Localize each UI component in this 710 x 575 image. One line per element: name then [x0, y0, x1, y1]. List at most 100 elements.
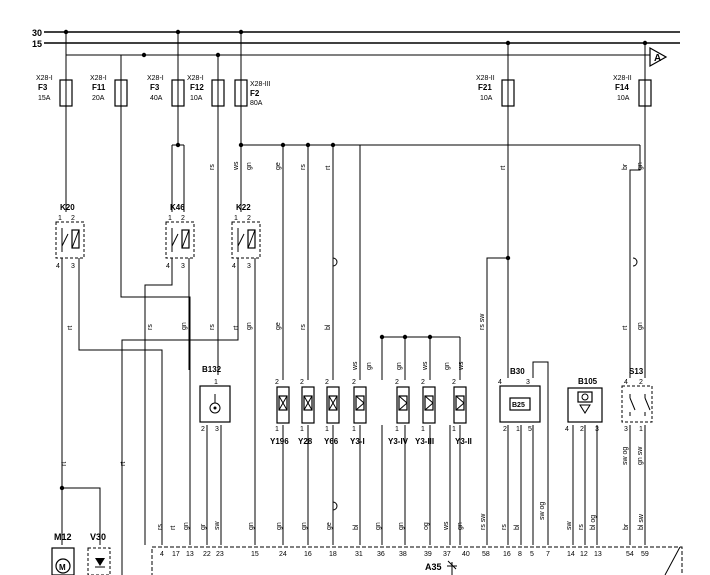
svg-text:og: og	[423, 522, 430, 530]
svg-text:13: 13	[186, 551, 194, 558]
svg-text:ge: ge	[275, 322, 282, 330]
svg-text:rt: rt	[233, 326, 240, 330]
wires-upper	[65, 106, 646, 545]
svg-text:38: 38	[399, 551, 407, 558]
svg-text:rs: rs	[300, 164, 307, 170]
svg-text:39: 39	[424, 551, 432, 558]
svg-text:Y3-I: Y3-I	[350, 437, 365, 446]
svg-text:rt: rt	[500, 166, 507, 170]
svg-text:ws: ws	[443, 521, 450, 531]
svg-text:15: 15	[251, 551, 259, 558]
svg-text:gn: gn	[637, 322, 644, 330]
svg-text:20A: 20A	[92, 95, 105, 102]
svg-text:14: 14	[567, 551, 575, 558]
svg-text:gn: gn	[457, 522, 464, 530]
svg-text:4: 4	[56, 263, 60, 270]
sensor-b105: B105 4 2 3	[565, 377, 603, 433]
svg-text:Y3-II: Y3-II	[455, 437, 472, 446]
svg-text:4: 4	[160, 551, 164, 558]
svg-text:2: 2	[275, 379, 279, 386]
fuse-f3-15a: X28-I F3 15A	[36, 32, 73, 107]
svg-text:1: 1	[639, 426, 643, 433]
svg-text:16: 16	[503, 551, 511, 558]
sensor-b132: B132 1 2 3	[199, 365, 231, 433]
svg-text:sw og: sw og	[539, 502, 546, 520]
svg-text:5: 5	[528, 426, 532, 433]
relay-k20: K20 1 2 4 3	[55, 203, 85, 270]
svg-text:2: 2	[503, 426, 507, 433]
svg-text:15A: 15A	[38, 95, 51, 102]
svg-text:2: 2	[247, 215, 251, 222]
svg-text:4: 4	[565, 426, 569, 433]
svg-text:gn: gn	[375, 522, 382, 530]
svg-text:3: 3	[215, 426, 219, 433]
svg-text:gn: gn	[398, 522, 405, 530]
svg-text:gr: gr	[200, 523, 207, 530]
svg-text:sw: sw	[214, 521, 221, 531]
svg-text:gn sw: gn sw	[637, 446, 644, 465]
svg-text:Y3-III: Y3-III	[415, 437, 434, 446]
svg-text:8: 8	[518, 551, 522, 558]
svg-text:rs: rs	[501, 524, 508, 530]
svg-text:36: 36	[377, 551, 385, 558]
switch-s13: S13 4 2 3 1	[621, 367, 653, 433]
svg-text:10A: 10A	[190, 95, 203, 102]
svg-text:bl: bl	[353, 524, 360, 530]
fuse-f2-80a: X28-III F2 80A	[234, 32, 271, 107]
svg-text:gn: gn	[301, 522, 308, 530]
svg-text:gn: gn	[396, 362, 403, 370]
svg-text:X28-I: X28-I	[187, 75, 204, 82]
svg-text:1: 1	[395, 426, 399, 433]
svg-text:4: 4	[498, 379, 502, 386]
svg-text:2: 2	[580, 426, 584, 433]
svg-text:X28-II: X28-II	[613, 75, 632, 82]
svg-text:3: 3	[71, 263, 75, 270]
svg-text:1: 1	[275, 426, 279, 433]
svg-text:F12: F12	[190, 83, 204, 92]
svg-text:rt: rt	[120, 462, 127, 466]
svg-text:13: 13	[594, 551, 602, 558]
svg-text:bl: bl	[325, 324, 332, 330]
svg-text:4: 4	[624, 379, 628, 386]
svg-text:rs: rs	[300, 324, 307, 330]
svg-text:sw og: sw og	[622, 447, 629, 465]
diode-v30: V30	[87, 532, 111, 575]
svg-text:B30: B30	[510, 367, 525, 376]
svg-text:gn: gn	[366, 362, 373, 370]
svg-text:2: 2	[352, 379, 356, 386]
relay-k22: K22 1 2 4 3	[231, 203, 261, 270]
svg-text:1: 1	[352, 426, 356, 433]
fuses: X28-I F3 15A X28-I F11 20A X28-I F3 40A	[36, 32, 652, 107]
svg-text:gn: gn	[183, 522, 190, 530]
svg-text:23: 23	[216, 551, 224, 558]
svg-text:rt: rt	[170, 526, 177, 530]
svg-text:F14: F14	[615, 83, 629, 92]
valve-y3-iii: 2 1 Y3-III	[415, 379, 436, 446]
svg-text:rt: rt	[622, 326, 629, 330]
svg-text:40: 40	[462, 551, 470, 558]
svg-text:ws: ws	[233, 161, 240, 171]
svg-text:3: 3	[526, 379, 530, 386]
svg-text:2: 2	[639, 379, 643, 386]
svg-text:K20: K20	[60, 203, 75, 212]
arrow-marker: A	[649, 46, 668, 68]
valve-y28: 2 1 Y28	[298, 379, 315, 446]
svg-text:gn: gn	[246, 162, 253, 170]
svg-text:ws: ws	[422, 361, 429, 371]
svg-text:gn: gn	[181, 322, 188, 330]
svg-text:7: 7	[546, 551, 550, 558]
svg-text:2: 2	[395, 379, 399, 386]
svg-text:F3: F3	[150, 83, 160, 92]
svg-text:rs: rs	[578, 524, 585, 530]
control-unit-a35: A35	[151, 546, 683, 575]
svg-text:bl: bl	[514, 524, 521, 530]
relays: K20 1 2 4 3 K46 1 2 4 3 K22 1	[55, 203, 261, 270]
svg-text:B105: B105	[578, 377, 598, 386]
svg-text:54: 54	[626, 551, 634, 558]
svg-text:31: 31	[355, 551, 363, 558]
relay-k46: K46 1 2 4 3	[165, 203, 195, 270]
svg-text:K46: K46	[170, 203, 185, 212]
svg-text:1: 1	[452, 426, 456, 433]
wires-lower	[59, 258, 646, 575]
